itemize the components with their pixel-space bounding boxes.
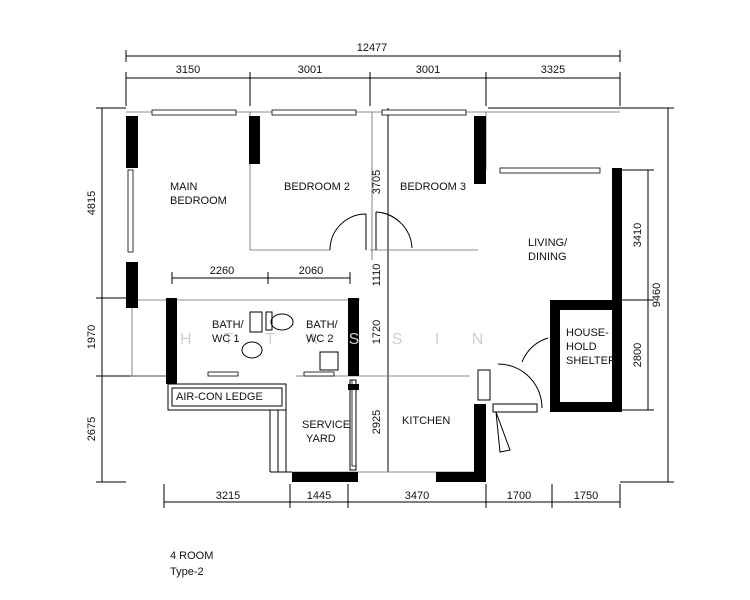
- aircon-ledge: [167, 383, 292, 473]
- fixtures: [241, 311, 357, 471]
- label-shelter-2: HOLD: [566, 341, 597, 353]
- dim-bottom-5: 1750: [574, 490, 598, 502]
- label-shelter-1: HOUSE-: [566, 327, 609, 339]
- label-shelter-3: SHELTER: [566, 355, 616, 367]
- windows: [127, 109, 601, 467]
- label-bath1-1: BATH/: [212, 319, 245, 331]
- dim-bottom-1: 3215: [216, 490, 240, 502]
- label-bedroom-3: BEDROOM 3: [400, 181, 466, 193]
- dim-corridor: 1110: [371, 264, 383, 287]
- label-bath2-1: BATH/: [306, 319, 339, 331]
- label-main-bedroom-1: MAIN: [170, 181, 198, 193]
- label-aircon-ledge: AIR-CON LEDGE: [176, 391, 263, 403]
- dim-bath2-width: 2060: [299, 265, 323, 277]
- sink-1-icon: [249, 311, 263, 333]
- doors: [329, 211, 549, 453]
- label-living-1: LIVING/: [528, 237, 568, 249]
- interior-dimensions: 2260 2060 3705 1110 1720 2925: [171, 108, 389, 472]
- label-kitchen: KITCHEN: [402, 415, 450, 427]
- dim-left-3: 2675: [86, 417, 98, 441]
- plan-type-line2: Type-2: [170, 566, 204, 578]
- dim-bottom-4: 1700: [507, 490, 531, 502]
- dim-right-total: 9460: [651, 283, 663, 307]
- dim-bath-depth: 1720: [371, 320, 383, 344]
- right-dimensions: 9460 3410 2800: [488, 107, 674, 483]
- walls: [126, 116, 622, 482]
- dim-right-1: 3410: [632, 223, 644, 247]
- dim-kitchen-depth: 2925: [371, 410, 383, 434]
- watermark: H T T A S S I N: [180, 331, 497, 348]
- sink-2-icon: [319, 351, 339, 371]
- dim-left-1: 4815: [86, 191, 98, 215]
- label-service-yard-2: YARD: [306, 433, 336, 445]
- dim-top-3: 3001: [416, 64, 440, 76]
- dim-top-1: 3150: [176, 64, 200, 76]
- label-bath2-2: WC 2: [306, 333, 334, 345]
- label-bath1-2: WC 1: [212, 333, 240, 345]
- dim-top-2: 3001: [298, 64, 322, 76]
- room-labels: MAIN BEDROOM BEDROOM 2 BEDROOM 3 LIVING/…: [170, 181, 616, 445]
- bottom-dimensions: 3215 1445 3470 1700 1750: [163, 484, 621, 508]
- top-dimensions: 12477 3150 3001 3001 3325: [125, 42, 621, 106]
- dim-bottom-3: 3470: [405, 490, 429, 502]
- label-living-2: DINING: [528, 251, 567, 263]
- dim-total-width: 12477: [357, 42, 388, 54]
- label-main-bedroom-2: BEDROOM: [170, 195, 227, 207]
- label-bedroom-2: BEDROOM 2: [284, 181, 350, 193]
- toilet-2-icon: [270, 313, 294, 331]
- dim-bath1-width: 2260: [210, 265, 234, 277]
- plan-type-line1: 4 ROOM: [170, 550, 214, 562]
- dim-top-4: 3325: [541, 64, 565, 76]
- dim-right-2: 2800: [632, 343, 644, 367]
- toilet-1-icon: [241, 341, 263, 359]
- dim-bottom-2: 1445: [307, 490, 331, 502]
- label-service-yard-1: SERVICE: [302, 419, 350, 431]
- dim-bedroom3-depth: 3705: [371, 170, 383, 194]
- dim-left-2: 1970: [86, 325, 98, 349]
